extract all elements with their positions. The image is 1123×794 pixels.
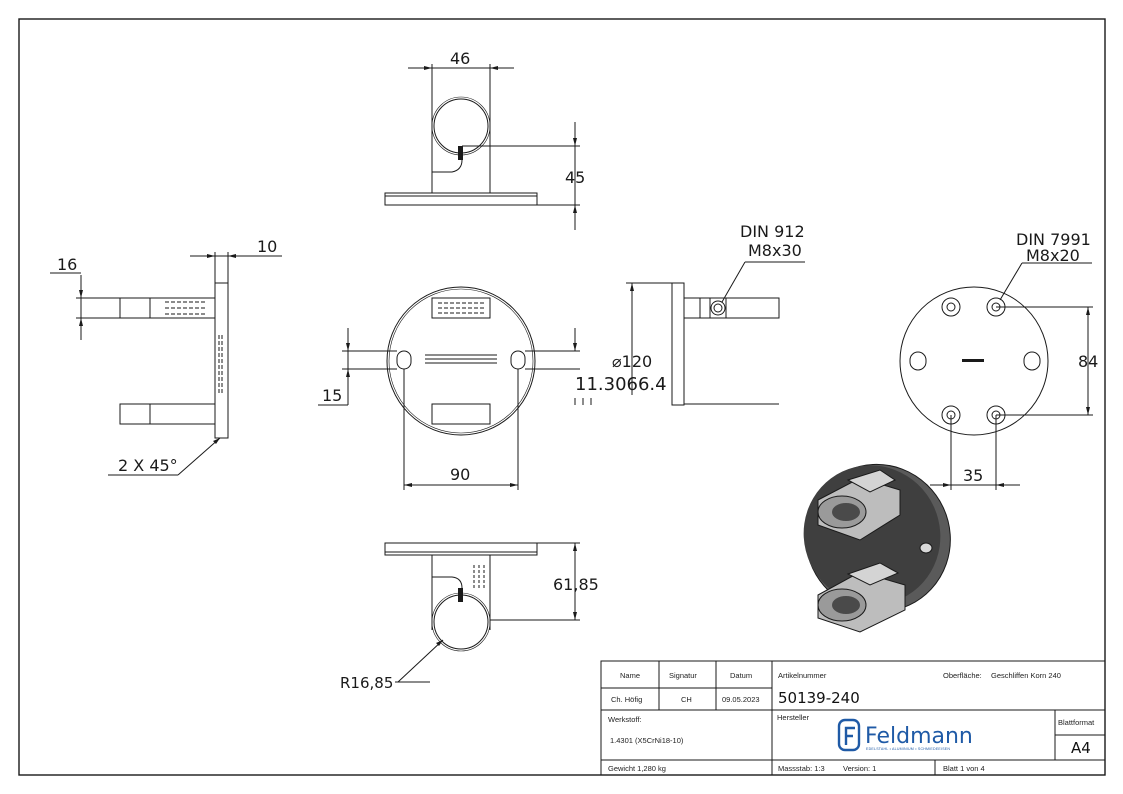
massstab: Massstab: 1:3 (778, 764, 825, 773)
top-view: 46 45 (384, 49, 585, 230)
signatur-value: CH (681, 695, 692, 704)
artikelnummer-value: 50139-240 (778, 689, 860, 707)
hersteller-label: Hersteller (777, 713, 810, 722)
gewicht: Gewicht 1,280 kg (608, 764, 666, 773)
washer-din: DIN 7991 (1016, 230, 1091, 249)
dim-chamfer: 2 X 45° (118, 456, 178, 475)
dim-hole-horizontal: 35 (963, 466, 983, 485)
blattformat-label: Blattformat (1058, 718, 1095, 727)
artikelnummer-label: Artikelnummer (778, 671, 827, 680)
dim-top-width: 46 (450, 49, 470, 68)
dim-hole-vertical: 84 (1078, 352, 1098, 371)
dim-radius: R16,85 (340, 674, 393, 692)
screw-size: M8x30 (748, 241, 802, 260)
svg-text:EDELSTAHL • ALUMINIUM • SCHMIE: EDELSTAHL • ALUMINIUM • SCHMIEDEEISEN (866, 747, 950, 751)
dim-top-height: 45 (565, 168, 585, 187)
svg-text:Feldmann: Feldmann (865, 724, 973, 749)
dim-side-offset: 16 (57, 255, 77, 274)
washer-size: M8x20 (1026, 246, 1080, 265)
werkstoff-value: 1.4301 (X5CrNi18-10) (610, 736, 684, 745)
blattformat-value: A4 (1071, 739, 1091, 757)
name-label: Name (620, 671, 640, 680)
left-side-view: 10 16 2 X 45° (50, 237, 282, 476)
signatur-label: Signatur (669, 671, 697, 680)
datum-value: 09.05.2023 (722, 695, 760, 704)
dim-side-thickness: 10 (257, 237, 277, 256)
isometric-view (803, 463, 951, 633)
bottom-view: 61,85 R16,85 (340, 542, 599, 692)
rear-view: DIN 7991 M8x20 84 35 (899, 230, 1098, 490)
oberflaeche-label: Oberfläche: (943, 671, 982, 680)
dim-bottom-height: 61,85 (553, 575, 599, 594)
dim-slot-spacing: 90 (450, 465, 470, 484)
screw-din: DIN 912 (740, 222, 805, 241)
dim-slot-height: 15 (322, 386, 342, 405)
sheet-border (18, 18, 1106, 776)
name-value: Ch. Höfig (611, 695, 642, 704)
version: Version: 1 (843, 764, 876, 773)
front-view: 15 90 (318, 286, 580, 490)
title-block: Name Signatur Datum Artikelnummer Oberfl… (600, 660, 1106, 776)
feldmann-logo: Feldmann EDELSTAHL • ALUMINIUM • SCHMIED… (837, 718, 973, 752)
werkstoff-label: Werkstoff: (608, 715, 641, 724)
blatt: Blatt 1 von 4 (943, 764, 985, 773)
oberflaeche-value: Geschliffen Korn 240 (991, 671, 1061, 680)
dim-diameter: ⌀120 (612, 352, 652, 371)
overlay-value: 11.3066.4 (575, 374, 667, 395)
datum-label: Datum (730, 671, 752, 680)
right-side-view: ⌀120 11.3066.4 DIN 912 M8x30 (574, 222, 805, 406)
